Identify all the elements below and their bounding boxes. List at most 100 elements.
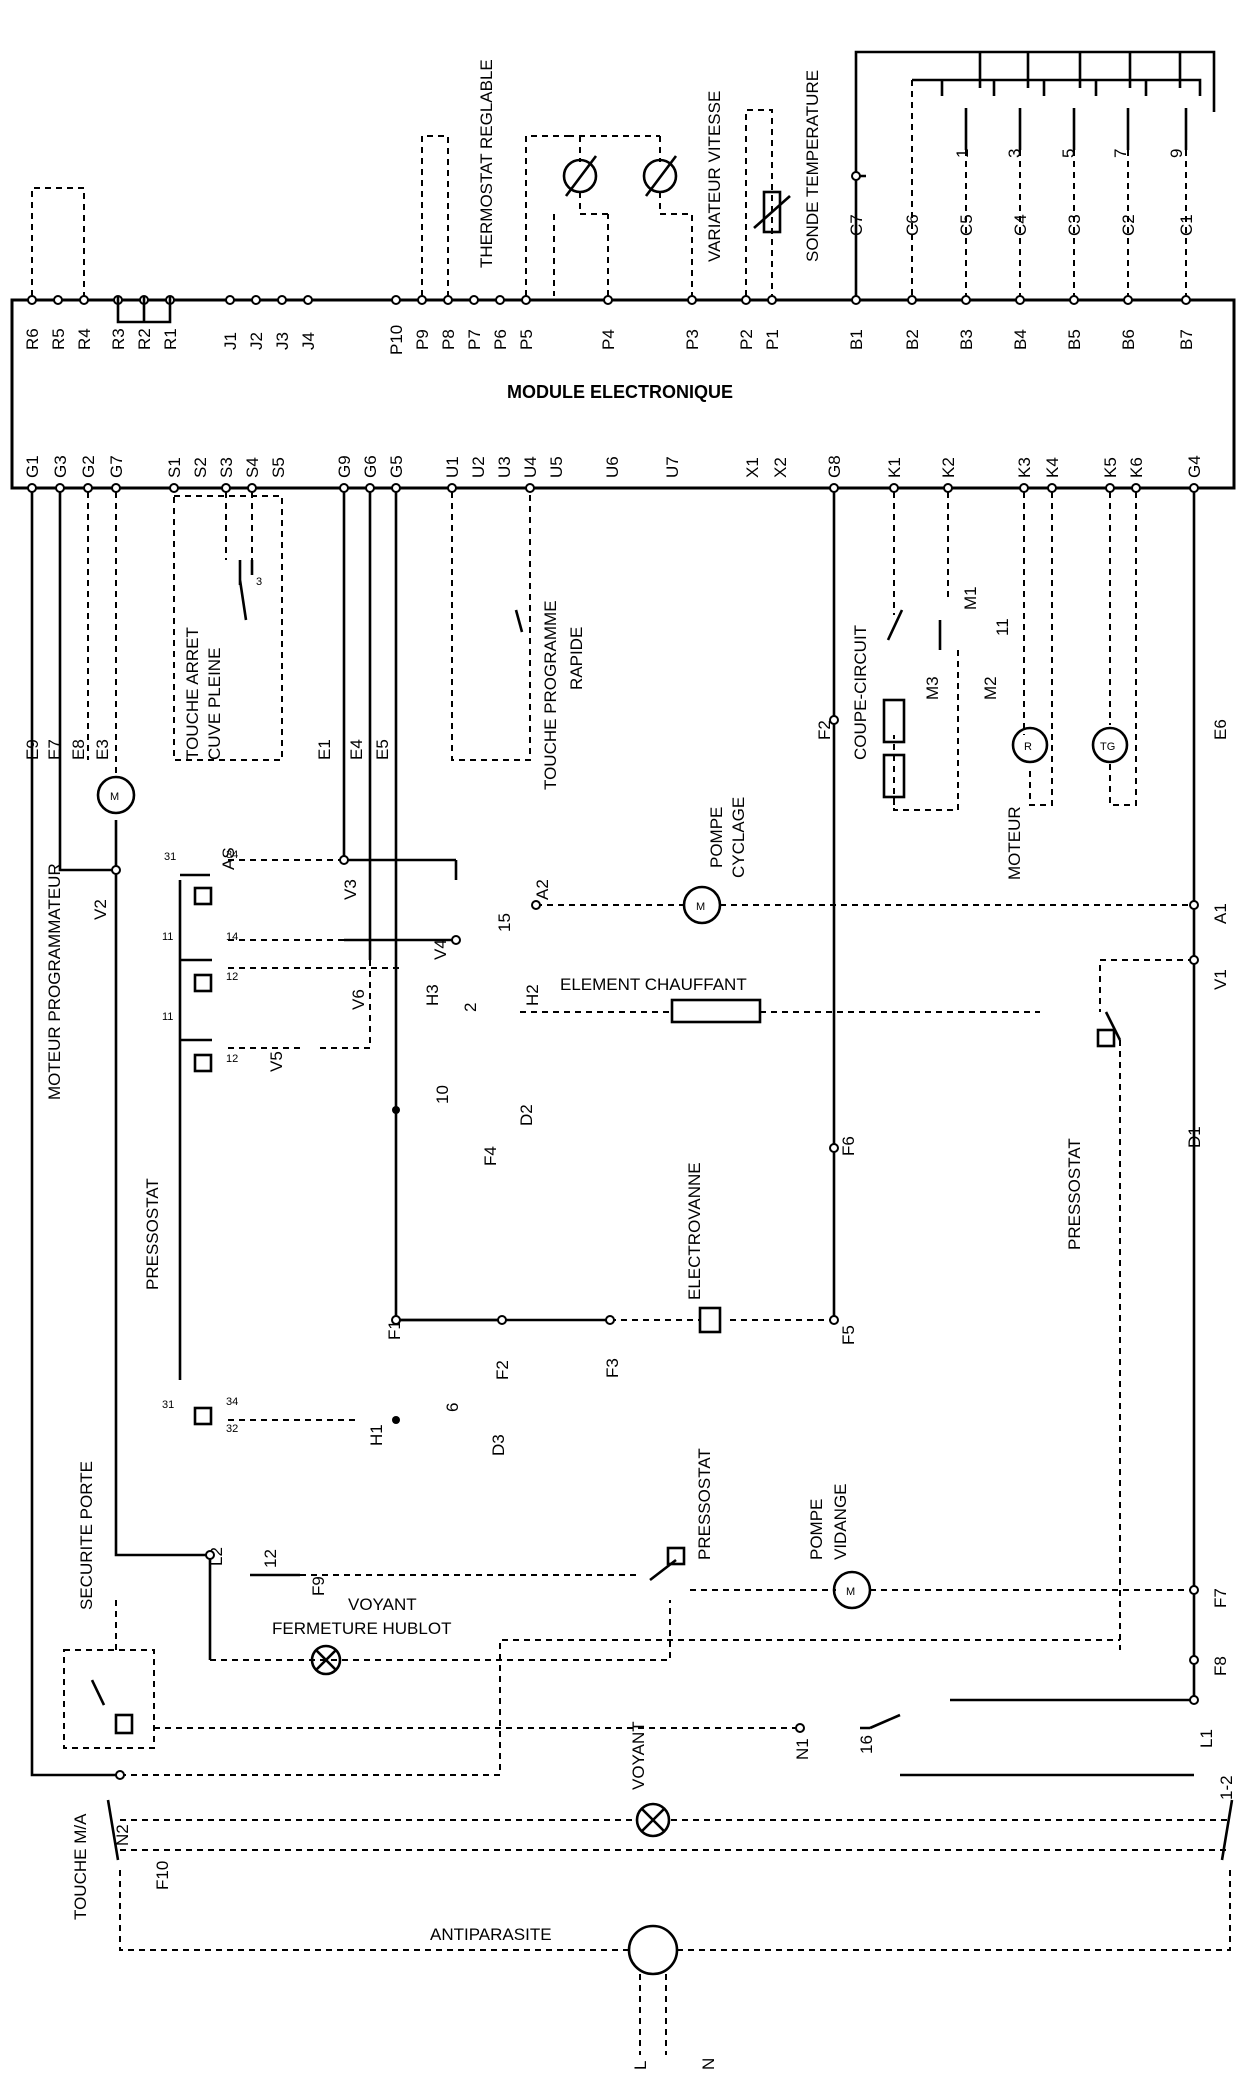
node-d1: D1	[1185, 1126, 1204, 1148]
securite-porte: SECURITE PORTE	[63, 1461, 800, 1749]
svg-text:3: 3	[256, 576, 262, 588]
moteur-programmateur-label: MOTEUR PROGRAMMATEUR	[45, 863, 64, 1100]
cam-num-7: 7	[1111, 149, 1130, 158]
node-f10: F10	[153, 1861, 172, 1890]
cam-num-1: 1	[953, 149, 972, 158]
contact-12: 12	[261, 1549, 280, 1568]
node-h1: H1	[367, 1424, 386, 1446]
pin-b6: B6	[1119, 329, 1138, 350]
pin-k2: K2	[939, 457, 958, 478]
bottom-pin-labels: G1 G3 G2 G7 S1 S2 S3 S4 S5 G9 G6 G5 U1 U…	[23, 455, 1204, 478]
pin-u4: U4	[521, 456, 540, 478]
contact-11: 11	[993, 618, 1012, 636]
pin-j4: J4	[299, 332, 318, 350]
node-n1: N1	[793, 1738, 812, 1760]
pin-j1: J1	[221, 332, 240, 350]
cam-c5: C5	[957, 214, 976, 236]
node-f6: F6	[839, 1136, 858, 1156]
svg-text:31: 31	[164, 851, 176, 863]
programmer-cams: C7 C6 C5 C4 C3 C2 C1 1 3 5 7 9	[847, 50, 1216, 296]
pin-b2: B2	[903, 329, 922, 350]
pompe-cyclage-line1: POMPE	[707, 807, 726, 868]
node-a1: A1	[1211, 903, 1230, 924]
pin-s4: S4	[243, 457, 262, 478]
node-l1: L1	[1197, 1729, 1216, 1748]
pin-x1: X1	[743, 457, 762, 478]
pompe-vidange-line2: VIDANGE	[831, 1483, 850, 1560]
cam-num-9: 9	[1167, 149, 1186, 158]
pin-k4: K4	[1043, 457, 1062, 478]
voyant-label: VOYANT	[629, 1721, 648, 1790]
cam-c1: C1	[1177, 214, 1196, 236]
pin-g8: G8	[825, 455, 844, 478]
pressostat-as-tag: AS	[219, 847, 238, 870]
touche-ma-label: TOUCHE M/A	[71, 1813, 90, 1920]
pompe-cyclage-line2: CYCLAGE	[729, 797, 748, 878]
pompe-vidange-line1: POMPE	[807, 1499, 826, 1560]
node-f1: F1	[385, 1320, 404, 1340]
node-e6: E6	[1211, 719, 1230, 740]
supply-1-2: 1-2	[1217, 1775, 1236, 1800]
node-e7: E7	[45, 739, 64, 760]
pressostat-bottom-label: PRESSOSTAT	[695, 1448, 714, 1560]
pin-g7: G7	[107, 455, 126, 478]
touche-programme-rapide: TOUCHE PROGRAMME RAPIDE	[451, 492, 586, 790]
node-v4: V4	[431, 939, 450, 960]
voyant-hublot-line1: VOYANT	[348, 1595, 417, 1614]
pin-p1: P1	[763, 329, 782, 350]
pin-b4: B4	[1011, 329, 1030, 350]
cam-c2: C2	[1119, 214, 1138, 236]
svg-text:12: 12	[226, 971, 238, 983]
pressostat-right-label: PRESSOSTAT	[1065, 1138, 1084, 1250]
node-f4: F4	[481, 1146, 500, 1166]
module-title: MODULE ELECTRONIQUE	[507, 382, 733, 402]
pin-r5: R5	[49, 328, 68, 350]
contact-2: 2	[461, 1003, 480, 1012]
svg-text:14: 14	[226, 931, 238, 943]
node-d3: D3	[489, 1434, 508, 1456]
node-f2b: F2	[815, 720, 834, 740]
touche-prog-line2: RAPIDE	[567, 627, 586, 690]
moteur-label: MOTEUR	[1005, 806, 1024, 880]
junction-dots	[111, 715, 1199, 1780]
pin-p8: P8	[439, 329, 458, 350]
touche-arret-cuve-pleine: 3 TOUCHE ARRET CUVE PLEINE	[173, 492, 283, 761]
node-v3: V3	[341, 879, 360, 900]
svg-text:31: 31	[162, 1399, 174, 1411]
pin-u7: U7	[663, 456, 682, 478]
svg-text:11: 11	[162, 931, 173, 943]
pin-s2: S2	[191, 457, 210, 478]
variateur-label: VARIATEUR VITESSE	[705, 91, 724, 262]
pin-g6: G6	[361, 455, 380, 478]
pin-r2: R2	[135, 328, 154, 350]
svg-text:34: 34	[226, 849, 238, 861]
voyant-hublot-line2: FERMETURE HUBLOT	[272, 1619, 451, 1638]
pin-g4: G4	[1185, 455, 1204, 478]
node-f3: F3	[603, 1358, 622, 1378]
node-e5: E5	[373, 739, 392, 760]
pin-s1: S1	[165, 457, 184, 478]
pin-b3: B3	[957, 329, 976, 350]
pompe-vidange: M POMPE VIDANGE	[690, 1483, 1194, 1610]
contact-10: 10	[433, 1085, 452, 1104]
pin-p10: P10	[387, 325, 406, 355]
pin-p6: P6	[491, 329, 510, 350]
svg-text:M: M	[110, 791, 119, 803]
pin-k1: K1	[885, 457, 904, 478]
pin-b7: B7	[1177, 329, 1196, 350]
pin-r3: R3	[109, 328, 128, 350]
node-e1: E1	[315, 739, 334, 760]
node-v5: V5	[267, 1051, 286, 1072]
supply-section: VOYANT TOUCHE M/A ANTIPARASITE L N 1-2	[71, 1721, 1236, 2070]
variateur-vitesse: VARIATEUR VITESSE	[525, 91, 724, 296]
node-e9: E9	[23, 739, 42, 760]
cam-num-3: 3	[1005, 149, 1024, 158]
cam-c3: C3	[1065, 214, 1084, 236]
pin-k5: K5	[1101, 457, 1120, 478]
moteur: R TG MOTEUR	[1005, 492, 1137, 880]
node-f5: F5	[839, 1325, 858, 1345]
node-h3: H3	[423, 984, 442, 1006]
sonde-label: SONDE TEMPERATURE	[803, 70, 822, 262]
securite-porte-label: SECURITE PORTE	[77, 1461, 96, 1610]
